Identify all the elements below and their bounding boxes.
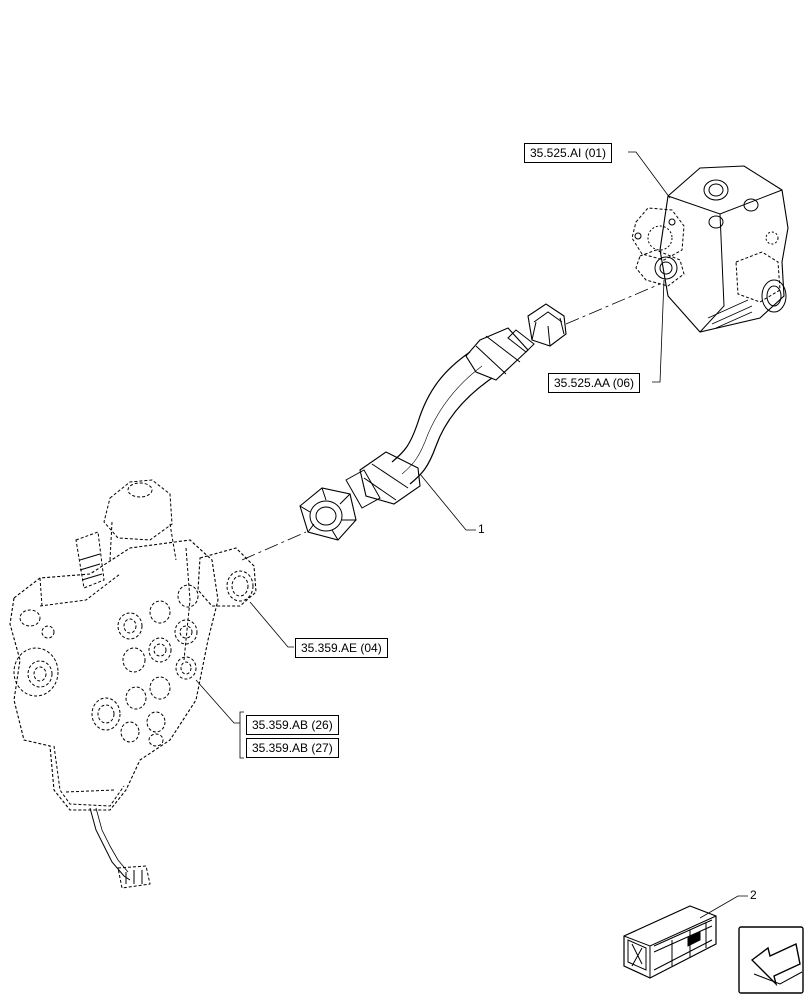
kit-leader-line [699,895,748,919]
reference-label-35-525-ai-01[interactable]: 35.525.AI (01) [524,143,613,163]
valve-block [631,165,789,333]
next-page-button[interactable] [738,926,804,994]
hose-leader-line [419,473,476,531]
reference-leaders [195,151,671,759]
callout-kit-number: 2 [750,888,757,902]
reference-label-35-359-ab-27[interactable]: 35.359.AB (27) [246,738,339,758]
callout-hose-number: 1 [478,522,485,536]
centerline-upper [565,283,661,325]
crate-icon [623,895,748,979]
centerline-lower [241,531,307,561]
reference-group-bracket [239,711,244,759]
control-valve-assembly [9,479,257,889]
reference-label-35-525-aa-06[interactable]: 35.525.AA (06) [548,373,641,393]
leader-35-359-ab-26 [195,679,240,724]
reference-label-35-359-ab-26[interactable]: 35.359.AB (26) [246,715,339,735]
reference-label-35-359-ae-04[interactable]: 35.359.AE (04) [295,638,388,658]
hydraulic-hose [299,303,567,541]
leader-35-525-aa-06 [652,279,665,383]
leader-35-525-ai-01 [628,151,671,199]
leader-35-359-ae-04 [249,601,294,648]
next-page-arrow-icon [738,926,804,994]
